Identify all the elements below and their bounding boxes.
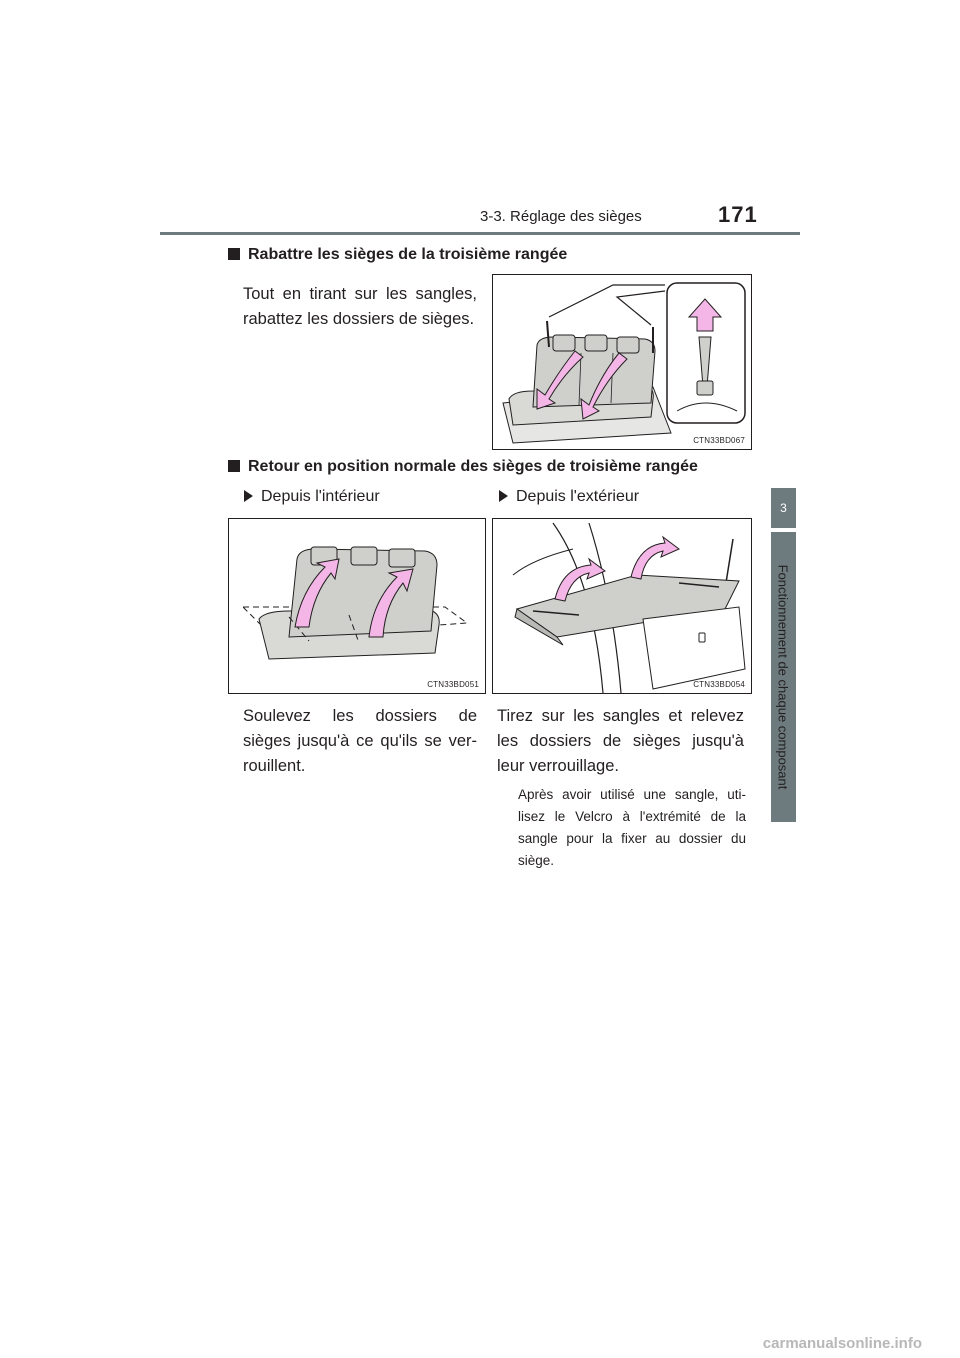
subheading-text: Depuis l'extérieur bbox=[516, 488, 640, 505]
figure-raise-interior: CTN33BD051 bbox=[228, 518, 486, 694]
exterior-instruction: Tirez sur les sangles et relevez les dos… bbox=[497, 707, 744, 775]
section-heading-fold: Rabattre les sièges de la troisième rang… bbox=[228, 246, 567, 264]
figure-code: CTN33BD054 bbox=[693, 680, 745, 689]
triangle-bullet-icon bbox=[499, 490, 508, 502]
header-rule bbox=[160, 232, 800, 235]
subheading-exterior: Depuis l'extérieur bbox=[499, 488, 639, 506]
page-number: 171 bbox=[718, 202, 758, 227]
subheading-interior: Depuis l'intérieur bbox=[244, 488, 380, 506]
velcro-note: Après avoir utilisé une sangle, uti-lise… bbox=[518, 787, 746, 868]
chapter-tab[interactable]: 3 bbox=[771, 488, 796, 528]
figure-code: CTN33BD051 bbox=[427, 680, 479, 689]
chapter-title: Fonctionnement de chaque composant bbox=[775, 564, 791, 790]
section-heading-return: Retour en position normale des sièges de… bbox=[228, 458, 698, 476]
chapter-tab-bar bbox=[771, 532, 796, 822]
figure-fold-seats: CTN33BD067 bbox=[492, 274, 752, 450]
square-bullet-icon bbox=[228, 460, 240, 472]
raise-interior-illustration bbox=[241, 546, 469, 660]
interior-instruction: Soulevez les dossiers de sièges jusqu'à … bbox=[243, 707, 477, 775]
heading-text: Rabattre les sièges de la troisième rang… bbox=[248, 246, 568, 263]
square-bullet-icon bbox=[228, 248, 240, 260]
subheading-text: Depuis l'intérieur bbox=[261, 488, 380, 505]
section-title: 3-3. Réglage des sièges bbox=[480, 208, 642, 225]
figure-raise-exterior: CTN33BD054 bbox=[492, 518, 752, 694]
triangle-bullet-icon bbox=[244, 490, 253, 502]
watermark: carmanualsonline.info bbox=[762, 1335, 922, 1352]
fold-seats-illustration bbox=[502, 282, 746, 444]
heading-text: Retour en position normale des sièges de… bbox=[248, 458, 698, 475]
figure-code: CTN33BD067 bbox=[693, 436, 745, 445]
raise-exterior-illustration bbox=[512, 522, 746, 693]
fold-instruction: Tout en tirant sur les sangles, rabattez… bbox=[243, 285, 477, 328]
